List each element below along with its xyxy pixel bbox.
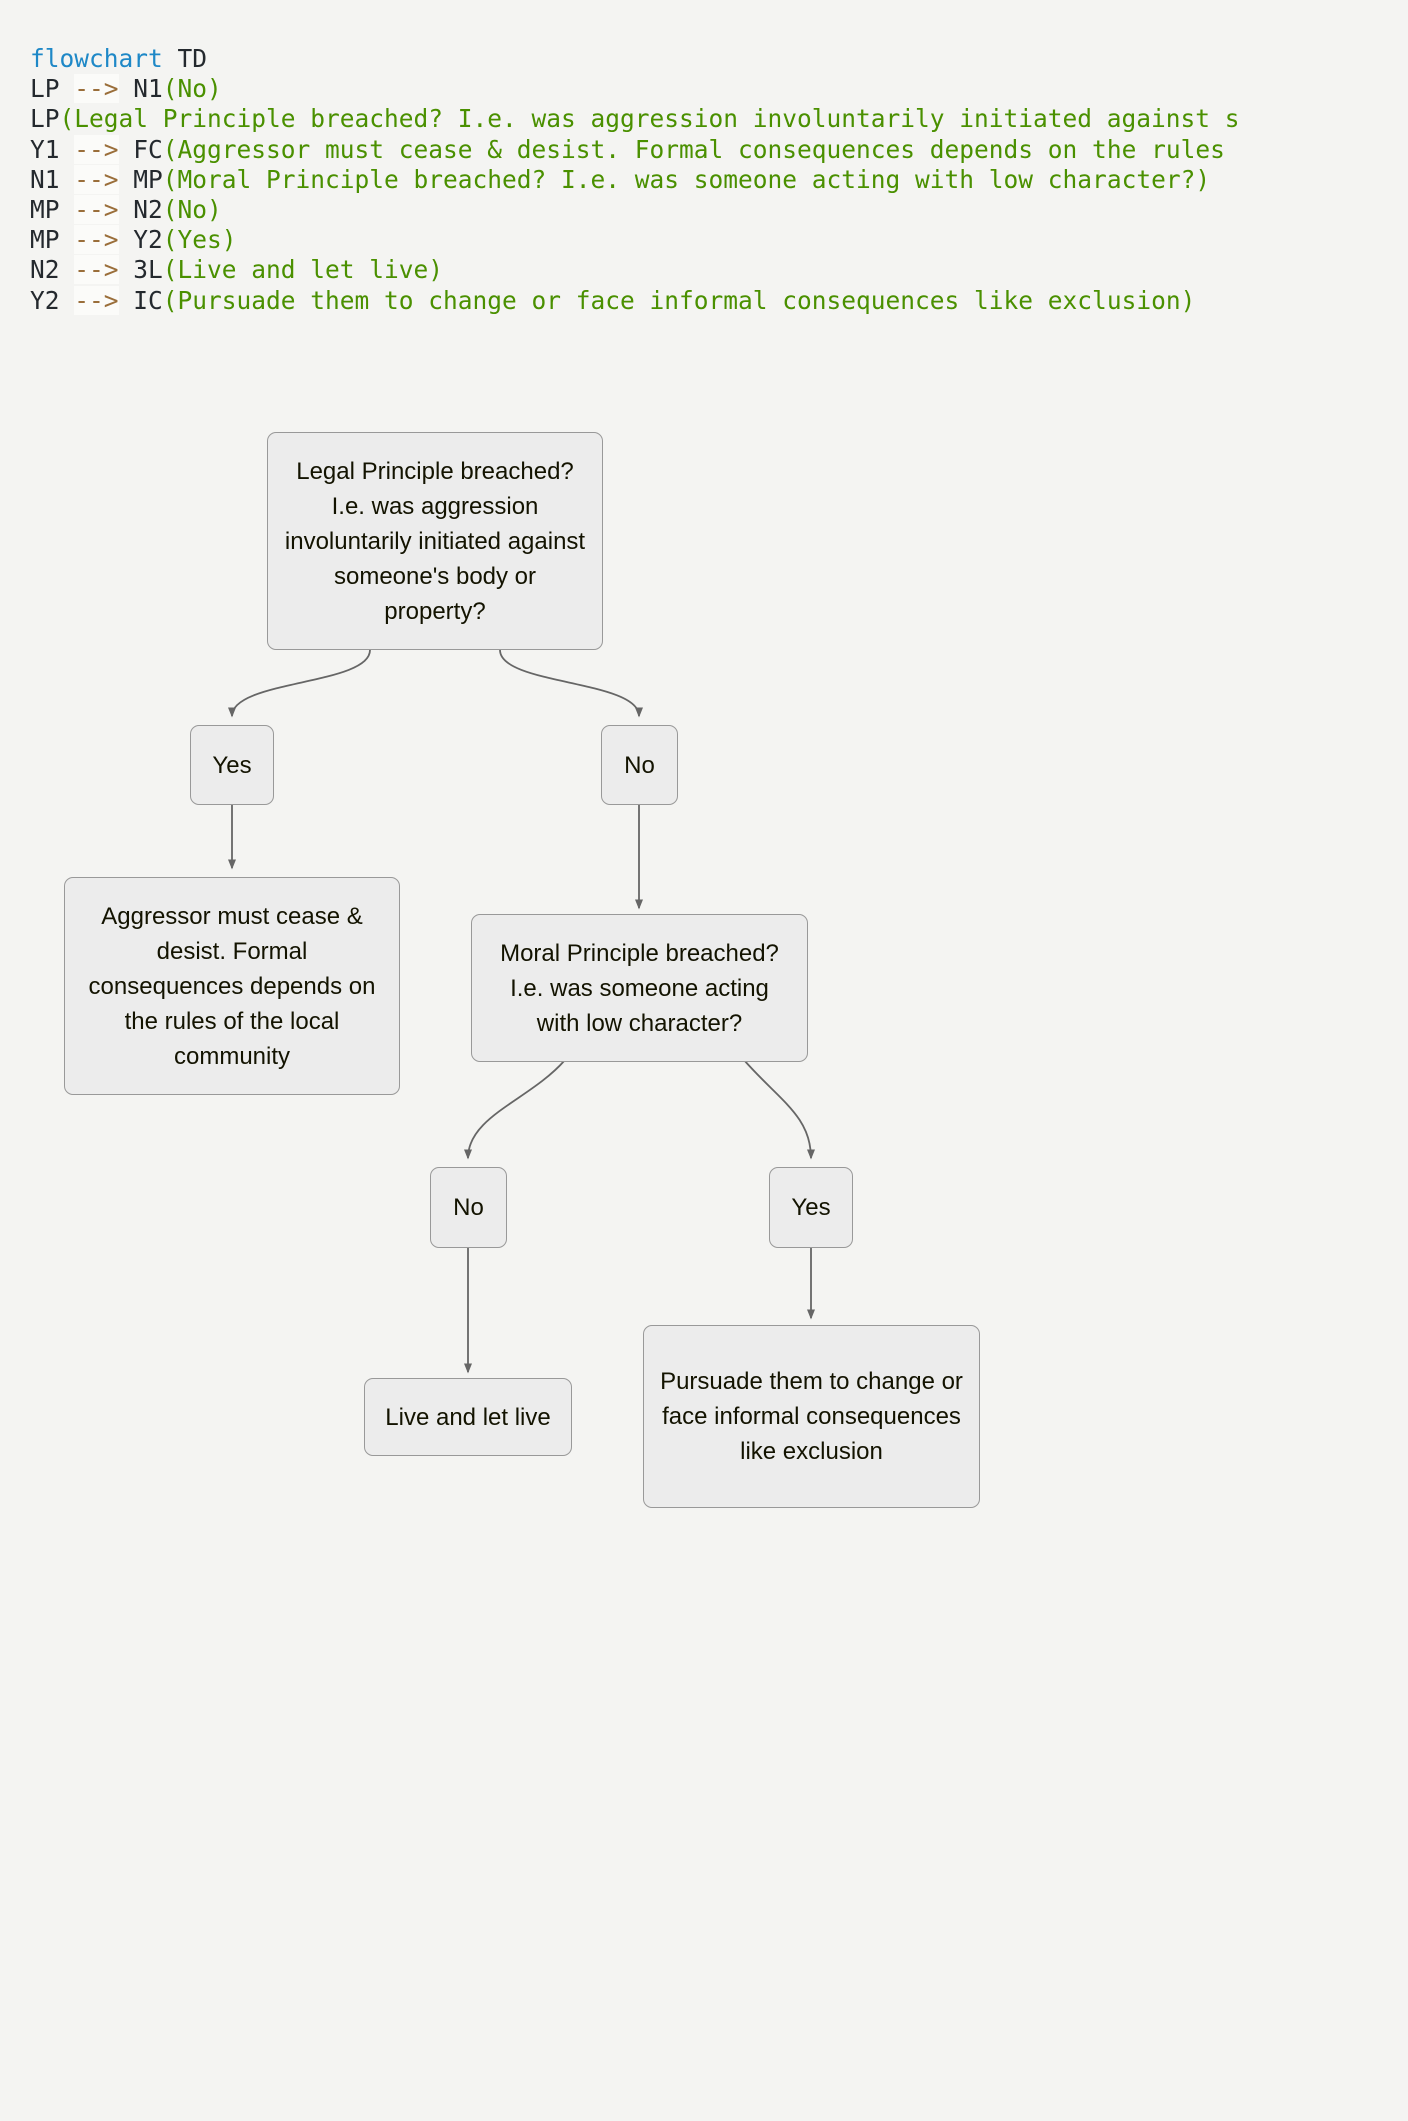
code-token-id: N2 [30, 255, 75, 285]
code-token-id: MP [30, 225, 75, 255]
code-token-id: LP [30, 104, 60, 134]
code-token-id: Y1 [30, 134, 75, 164]
code-token-str: (No) [162, 74, 222, 104]
code-line-2: LP(Legal Principle breached? I.e. was ag… [0, 104, 1408, 134]
node-label: No [453, 1194, 484, 1221]
code-line-7: N2 --> 3L(Live and let live) [0, 255, 1408, 285]
code-token-kw: flowchart [30, 44, 163, 73]
code-line-1: LP --> N1(No) [0, 74, 1408, 104]
node-label: Live and let live [385, 1403, 551, 1431]
code-token-id: MP [118, 164, 163, 194]
code-token-str: (No) [162, 195, 222, 225]
code-line-6: MP --> Y2(Yes) [0, 225, 1408, 255]
code-token-str: (Aggressor must cease & desist. Formal c… [162, 134, 1225, 164]
node-yes-1[interactable]: Yes [190, 725, 274, 805]
node-label: No [624, 751, 655, 779]
code-line-4: N1 --> MP(Moral Principle breached? I.e.… [0, 164, 1408, 195]
node-no-1[interactable]: No [601, 725, 678, 805]
code-token-arrow: --> [74, 134, 119, 164]
code-token-arrow: --> [74, 285, 119, 315]
node-legal-principle[interactable]: Legal Principle breached? I.e. was aggre… [267, 432, 603, 650]
edge-mp-y2 [743, 1059, 815, 1160]
edge-lp-n1 [499, 649, 643, 718]
node-label: Aggressor must cease & desist. Formal co… [88, 902, 376, 1070]
node-label: Yes [212, 751, 252, 779]
code-token-arrow: --> [74, 225, 119, 255]
code-token-str: (Live and let live) [162, 255, 444, 285]
code-token-str: (Moral Principle breached? I.e. was some… [162, 164, 1211, 194]
code-token-id: 3L [118, 255, 163, 285]
code-token-id: MP [30, 195, 75, 225]
node-no-2[interactable]: No [430, 1167, 507, 1248]
code-token-str: (Legal Principle breached? I.e. was aggr… [59, 104, 1240, 134]
code-line-5: MP --> N2(No) [0, 195, 1408, 225]
code-token-str: (Yes) [162, 225, 237, 255]
flowchart-canvas: Legal Principle breached? I.e. was aggre… [0, 400, 1408, 2121]
code-token-id: TD [162, 44, 208, 73]
node-label: Pursuade them to change or face informal… [660, 1368, 963, 1465]
code-token-arrow: --> [74, 74, 119, 104]
code-token-id: FC [118, 134, 163, 164]
code-token-id: IC [118, 285, 163, 315]
code-line-3: Y1 --> FC(Aggressor must cease & desist.… [0, 134, 1408, 165]
edge-lp-y1 [228, 649, 371, 718]
code-token-id: N1 [30, 164, 75, 194]
node-informal-consequences[interactable]: Pursuade them to change or face informal… [643, 1325, 980, 1508]
code-token-str: (Pursuade them to change or face informa… [162, 285, 1196, 315]
node-yes-2[interactable]: Yes [769, 1167, 853, 1248]
code-token-arrow: --> [74, 255, 119, 285]
code-token-arrow: --> [74, 195, 119, 225]
code-line-8: Y2 --> IC(Pursuade them to change or fac… [0, 285, 1408, 316]
code-token-id: Y2 [30, 285, 75, 315]
node-label: Moral Principle breached? I.e. was someo… [500, 939, 779, 1037]
code-token-id: LP [30, 74, 75, 104]
code-token-arrow: --> [74, 164, 119, 194]
node-label: Legal Principle breached? I.e. was aggre… [284, 457, 586, 625]
code-token-id: N1 [118, 74, 163, 104]
node-formal-consequences[interactable]: Aggressor must cease & desist. Formal co… [64, 877, 400, 1095]
code-token-id: Y2 [118, 225, 163, 255]
edge-mp-n2 [464, 1059, 566, 1160]
flowchart-edges [228, 649, 815, 1374]
node-label: Yes [791, 1194, 831, 1221]
code-token-id: N2 [118, 195, 163, 225]
node-moral-principle[interactable]: Moral Principle breached? I.e. was someo… [471, 914, 808, 1062]
node-live-and-let-live[interactable]: Live and let live [364, 1378, 572, 1456]
code-line-0: flowchart TD [0, 44, 1408, 74]
